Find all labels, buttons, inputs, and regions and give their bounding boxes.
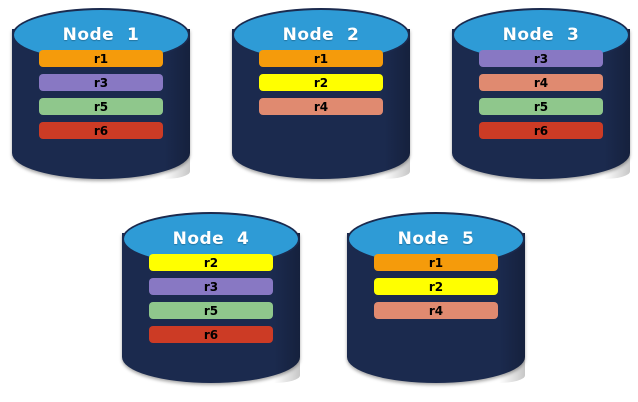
replica-list: r1 r3 r5 r6 (39, 50, 163, 139)
replica-bar[interactable]: r4 (374, 302, 498, 319)
replica-bar[interactable]: r5 (39, 98, 163, 115)
replica-bar[interactable]: r2 (149, 254, 273, 271)
node-label: Node 4 (172, 229, 250, 249)
replica-bar[interactable]: r4 (479, 74, 603, 91)
replica-bar[interactable]: r1 (39, 50, 163, 67)
replica-bar[interactable]: r4 (259, 98, 383, 115)
replica-list: r1 r2 r4 (374, 254, 498, 319)
replica-bar[interactable]: r3 (479, 50, 603, 67)
database-node-3[interactable]: Node 3 r3 r4 r5 r6 (452, 8, 630, 186)
replica-list: r1 r2 r4 (259, 50, 383, 115)
replica-bar[interactable]: r3 (39, 74, 163, 91)
replica-list: r2 r3 r5 r6 (149, 254, 273, 343)
node-label: Node 1 (62, 25, 140, 45)
replica-bar[interactable]: r6 (39, 122, 163, 139)
replica-list: r3 r4 r5 r6 (479, 50, 603, 139)
database-node-1[interactable]: Node 1 r1 r3 r5 r6 (12, 8, 190, 186)
database-node-2[interactable]: Node 2 r1 r2 r4 (232, 8, 410, 186)
replica-bar[interactable]: r3 (149, 278, 273, 295)
node-label: Node 3 (502, 25, 580, 45)
replica-bar[interactable]: r1 (259, 50, 383, 67)
database-node-4[interactable]: Node 4 r2 r3 r5 r6 (122, 212, 300, 390)
replica-bar[interactable]: r6 (149, 326, 273, 343)
replica-bar[interactable]: r1 (374, 254, 498, 271)
replica-bar[interactable]: r6 (479, 122, 603, 139)
replica-bar[interactable]: r2 (259, 74, 383, 91)
replica-bar[interactable]: r2 (374, 278, 498, 295)
replica-bar[interactable]: r5 (479, 98, 603, 115)
replica-bar[interactable]: r5 (149, 302, 273, 319)
node-label: Node 2 (282, 25, 360, 45)
database-node-5[interactable]: Node 5 r1 r2 r4 (347, 212, 525, 390)
node-label: Node 5 (397, 229, 475, 249)
